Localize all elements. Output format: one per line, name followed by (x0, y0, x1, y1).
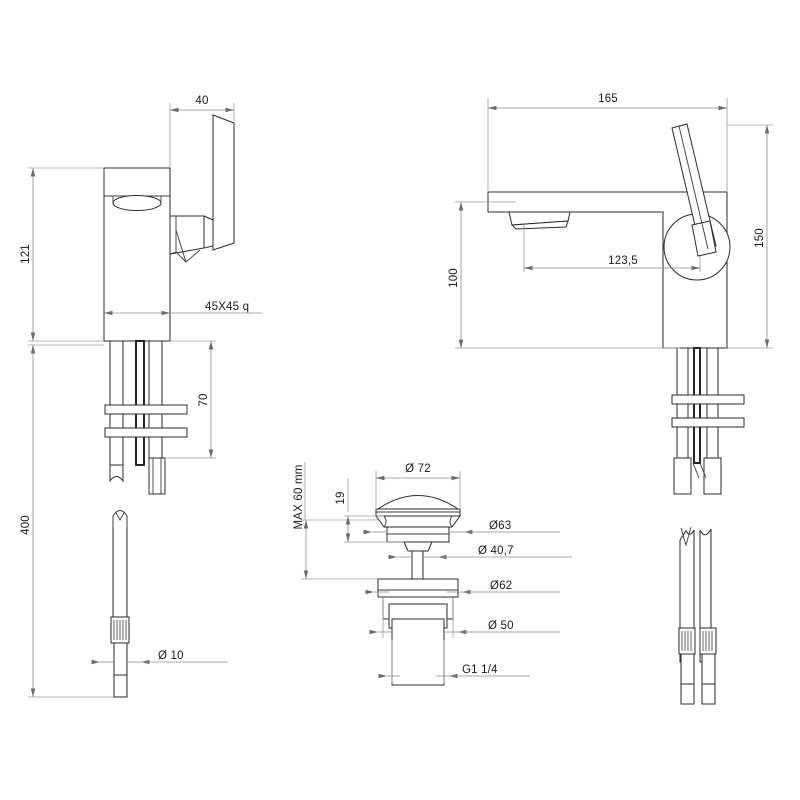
dim-165-label: 165 (598, 93, 618, 105)
dim-100-label: 100 (448, 268, 460, 288)
front-view-hose-left-break (680, 526, 692, 547)
front-view-knurl-hatch (681, 631, 713, 651)
dim-d407: Ø 40,7 (388, 545, 572, 560)
dim-40-label: 40 (195, 95, 208, 107)
front-view-collar-left (678, 627, 696, 655)
side-view-spout-sides (112, 196, 162, 203)
front-view-connector-left (673, 457, 692, 495)
dim-45x45q: 45X45 q (103, 301, 262, 316)
dim-100: 100 (448, 201, 680, 349)
side-view: 40 121 45X45 q 70 400 (20, 95, 262, 698)
front-view-tail-tip-right (701, 683, 716, 705)
dim-123-5: 123,5 (523, 225, 701, 272)
dim-150-label: 150 (754, 228, 766, 248)
dim-d62: Ø62 (365, 580, 560, 595)
dim-d50: Ø 50 (369, 597, 560, 638)
dim-d10: Ø 10 (91, 650, 228, 665)
dim-d63: Ø63 (363, 520, 560, 535)
dim-d72: Ø 72 (375, 463, 461, 507)
front-view-mounting-plate-lower (671, 417, 745, 428)
dim-d50-label: Ø 50 (488, 620, 514, 632)
dim-g114-label: G1 1/4 (462, 664, 498, 676)
front-view-lever-base (691, 220, 717, 257)
front-view: 165 150 100 123,5 (448, 93, 773, 705)
front-view-mounting-plate-upper (671, 394, 745, 405)
dim-45x45q-label: 45X45 q (205, 301, 249, 313)
dim-d63-label: Ø63 (489, 520, 511, 532)
front-view-hose-break (692, 462, 707, 479)
dim-19: 19 (335, 478, 404, 543)
waste-dome-cap (376, 495, 460, 510)
dim-19-label: 19 (335, 491, 347, 504)
front-view-connector-right (703, 457, 722, 495)
side-view-mounting-plate-lower (104, 427, 188, 438)
dim-165: 165 (487, 93, 728, 192)
side-view-shank-left (109, 340, 124, 466)
dim-max60-label: MAX 60 mm (293, 464, 305, 529)
waste-cap-cone-fillet (383, 515, 453, 528)
dim-70: 70 (165, 340, 216, 459)
waste-cap-rim (375, 508, 461, 517)
front-view-rod-center (693, 347, 701, 464)
side-view-handle-neck (203, 215, 214, 249)
side-view-hose-break-marks (112, 516, 128, 528)
side-view-shank-right (148, 340, 163, 466)
front-view-lever-seam (678, 125, 709, 250)
side-view-hub-facet2 (175, 251, 187, 263)
side-view-mounting-plate-upper (104, 404, 188, 415)
front-view-collar-right (699, 627, 717, 655)
front-view-shank-1 (676, 347, 689, 464)
dim-400-label: 400 (20, 515, 32, 535)
dim-d62-label: Ø62 (490, 580, 512, 592)
waste-stem-shoulder (403, 541, 433, 552)
waste-seal-collar (386, 526, 450, 543)
waste-detail: MAX 60 mm 19 Ø 72 Ø63 Ø 4 (293, 462, 572, 686)
front-view-aerator-face (510, 220, 569, 230)
dim-121: 121 (20, 167, 104, 342)
dim-123-5-label: 123,5 (608, 255, 638, 267)
side-view-body (103, 167, 171, 342)
waste-flange (377, 578, 459, 598)
dim-d10-label: Ø 10 (158, 650, 184, 662)
side-view-tail-pipe (113, 642, 128, 676)
side-view-hose-break-upper (109, 464, 124, 483)
dim-70-label: 70 (198, 393, 210, 406)
waste-stem-rod (411, 550, 424, 580)
dim-40: 40 (169, 95, 235, 168)
front-view-tail-tip-left (680, 683, 695, 705)
waste-thread-tail (391, 618, 445, 686)
front-view-tail-left (680, 653, 695, 685)
dim-g114: G1 1/4 (378, 640, 530, 683)
dim-400: 400 (20, 344, 114, 698)
dim-max60: MAX 60 mm (293, 462, 378, 580)
dim-121-label: 121 (20, 244, 32, 264)
side-view-hose-break-zigzag (115, 512, 125, 521)
side-view-handle-hub (169, 215, 205, 255)
dim-150: 150 (727, 124, 773, 349)
dim-d72-label: Ø 72 (405, 463, 431, 475)
side-view-tail-tip (113, 674, 128, 698)
side-view-knurl-hatch (113, 620, 127, 640)
side-view-handle-blade (212, 114, 235, 251)
front-view-shank-2 (706, 347, 719, 464)
side-view-threaded-rod (135, 340, 145, 466)
front-view-lever-blade (671, 123, 717, 252)
side-view-spout-ellipse (112, 195, 162, 211)
dim-d407-label: Ø 40,7 (478, 545, 514, 557)
side-view-connector-nut (148, 457, 166, 495)
front-view-tail-right (701, 653, 716, 685)
waste-cap-cone (375, 515, 461, 528)
